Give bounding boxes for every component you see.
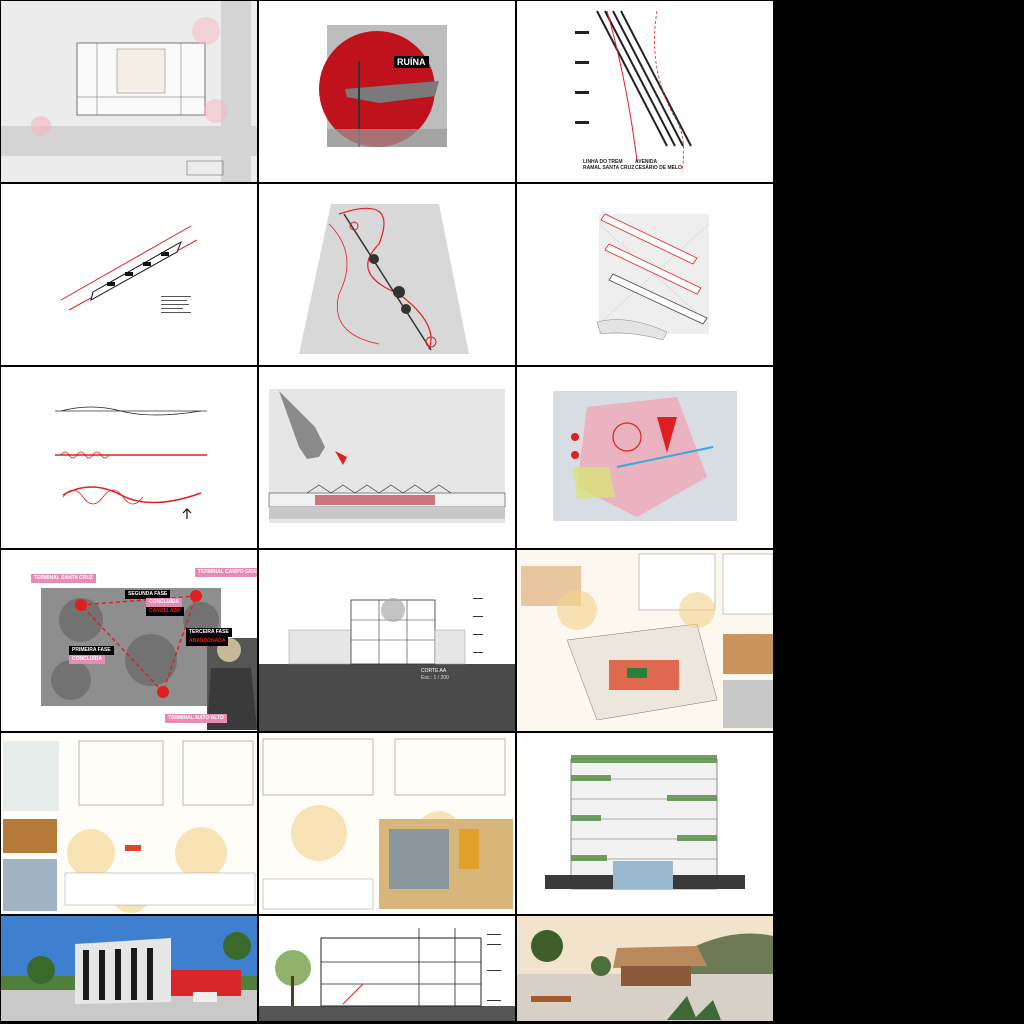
colored-concept-diagram-tile[interactable] (517, 367, 773, 548)
axonometric-station-tile[interactable] (1, 184, 257, 365)
plaza-render-tile[interactable] (517, 916, 773, 1021)
avenue-label: AVENIDA CESÁRIO DE MELO (635, 159, 682, 171)
plans-board (1, 733, 257, 914)
phases-map-tile[interactable]: TERMINAL SANTA CRUZ TERMINAL CAMPO GRAND… (1, 550, 257, 731)
exterior-render (1, 916, 257, 1021)
urban-path-map (299, 204, 469, 354)
image-grid: RUÍNA LINHA DO TREM RAMAL SANTA CRUZ AVE… (1, 1, 773, 1021)
rail-avenue-diagram-tile[interactable]: LINHA DO TREM RAMAL SANTA CRUZ AVENIDA C… (517, 1, 773, 182)
hand-collage-section-tile[interactable] (259, 367, 515, 548)
elevations-board (259, 733, 515, 914)
ruin-photo (319, 25, 447, 147)
exterior-render-tile[interactable] (1, 916, 257, 1021)
building-section-tile[interactable] (259, 916, 515, 1021)
green-facade-elevation (545, 755, 745, 890)
phase-label-5: CANCELADA (146, 607, 184, 616)
urban-path-map-tile[interactable] (259, 184, 515, 365)
phase-label-3: SEGUNDA FASE (125, 590, 171, 599)
ruin-label: RUÍNA (394, 56, 429, 68)
phase-label-7: ABANDONADA (186, 637, 229, 646)
phase-label-1: TERMINAL SANTA CRUZ (31, 574, 97, 583)
plaza-render (517, 916, 773, 1021)
axonometric-station (60, 225, 198, 313)
rail-avenue-diagram (575, 10, 692, 172)
presentation-board (517, 550, 773, 731)
elevations-board-tile[interactable] (259, 733, 515, 914)
section-aa-tile[interactable]: CORTE AA Esc.: 1 / 200 (259, 550, 515, 731)
circulation-diagrams (55, 406, 207, 519)
circulation-diagrams-tile[interactable] (1, 367, 257, 548)
phase-label-10: TERMINAL MATO ALTO (165, 714, 227, 723)
site-plan-drawing (1, 1, 257, 182)
rail-line-label: LINHA DO TREM RAMAL SANTA CRUZ (583, 159, 635, 171)
green-facade-elevation-tile[interactable] (517, 733, 773, 914)
phase-label-8: PRIMEIRA FASE (69, 646, 114, 655)
building-section (259, 928, 515, 1021)
plans-board-tile[interactable] (1, 733, 257, 914)
exploded-axon (596, 213, 710, 341)
phase-label-4: CONCLUÍDA (146, 598, 182, 607)
phase-label-6: TERCEIRA FASE (186, 628, 232, 637)
site-plan-tile[interactable] (1, 1, 257, 182)
colored-concept-diagram (553, 391, 737, 521)
hand-collage-section (268, 389, 506, 523)
phase-label-2: TERMINAL CAMPO GRANDE (195, 568, 257, 577)
section-aa (259, 598, 515, 731)
section-scale: Esc.: 1 / 200 (421, 675, 449, 681)
presentation-board-tile[interactable] (517, 550, 773, 731)
exploded-axon-tile[interactable] (517, 184, 773, 365)
ruin-photo-tile[interactable]: RUÍNA (259, 1, 515, 182)
phase-label-9: CONCLUÍDA (69, 655, 105, 664)
section-caption: CORTE AA (421, 668, 447, 674)
